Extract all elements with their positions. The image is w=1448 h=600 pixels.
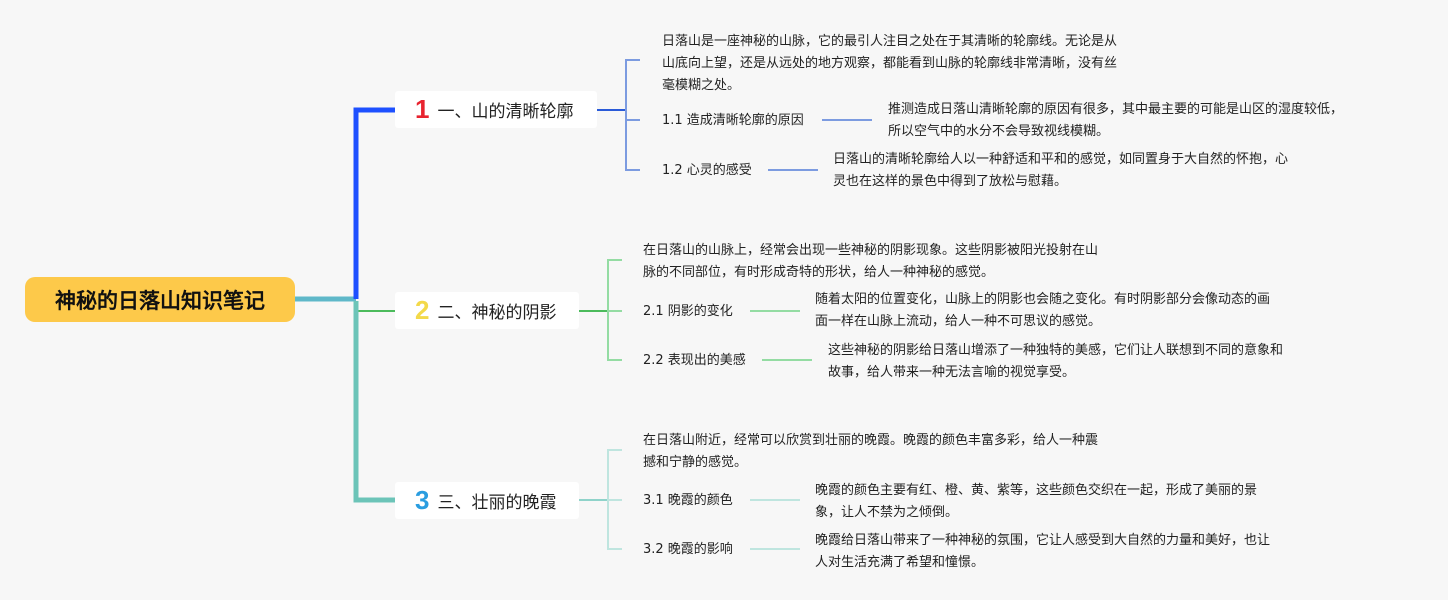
desc-line: 日落山是一座神秘的山脉，它的最引人注目之处在于其清晰的轮廓线。无论是从 xyxy=(662,34,1118,49)
detail-line: 人对生活充满了希望和憧憬。 xyxy=(815,555,985,570)
sub-3-2-detail[interactable]: 晚霞给日落山带来了一种神秘的氛围，它让人感受到大自然的力量和美好，也让 人对生活… xyxy=(815,530,1270,574)
branch-node-3[interactable]: 3 三、壮丽的晚霞 xyxy=(395,482,579,519)
number-3-icon: 3 xyxy=(415,485,430,515)
branch-title: 三、壮丽的晚霞 xyxy=(437,493,557,513)
desc-line: 撼和宁静的感觉。 xyxy=(643,455,748,470)
desc-line: 毫模糊之处。 xyxy=(662,78,741,93)
sub-node-3-2[interactable]: 3.2 晚霞的影响 xyxy=(643,542,733,557)
detail-line: 晚霞给日落山带来了一种神秘的氛围，它让人感受到大自然的力量和美好，也让 xyxy=(815,533,1271,548)
sub-node-1-2[interactable]: 1.2 心灵的感受 xyxy=(662,163,752,178)
sub-2-2-detail[interactable]: 这些神秘的阴影给日落山增添了一种独特的美感，它们让人联想到不同的意象和 故事，给… xyxy=(828,340,1283,384)
sub-node-3-1[interactable]: 3.1 晚霞的颜色 xyxy=(643,493,733,508)
sub-1-1-detail[interactable]: 推测造成日落山清晰轮廓的原因有很多，其中最主要的可能是山区的湿度较低， 所以空气… xyxy=(888,99,1343,143)
number-2-icon: 2 xyxy=(415,295,430,325)
detail-line: 日落山的清晰轮廓给人以一种舒适和平和的感觉，如同置身于大自然的怀抱，心 xyxy=(833,152,1289,167)
sub-node-1-1[interactable]: 1.1 造成清晰轮廓的原因 xyxy=(662,113,804,128)
detail-line: 象，让人不禁为之倾倒。 xyxy=(815,505,959,520)
number-1-icon: 1 xyxy=(415,94,430,124)
detail-line: 灵也在这样的景色中得到了放松与慰藉。 xyxy=(833,174,1068,189)
sub-1-2-detail[interactable]: 日落山的清晰轮廓给人以一种舒适和平和的感觉，如同置身于大自然的怀抱，心 灵也在这… xyxy=(833,149,1288,193)
sub-3-1-detail[interactable]: 晚霞的颜色主要有红、橙、黄、紫等，这些颜色交织在一起，形成了美丽的景 象，让人不… xyxy=(815,480,1257,524)
detail-line: 这些神秘的阴影给日落山增添了一种独特的美感，它们让人联想到不同的意象和 xyxy=(828,343,1284,358)
sub-2-1-detail[interactable]: 随着太阳的位置变化，山脉上的阴影也会随之变化。有时阴影部分会像动态的画 面一样在… xyxy=(815,289,1270,333)
detail-line: 晚霞的颜色主要有红、橙、黄、紫等，这些颜色交织在一起，形成了美丽的景 xyxy=(815,483,1258,498)
detail-line: 推测造成日落山清晰轮廓的原因有很多，其中最主要的可能是山区的湿度较低， xyxy=(888,102,1344,117)
root-node[interactable]: 神秘的日落山知识笔记 xyxy=(25,277,295,322)
branch3-connector xyxy=(353,301,395,503)
branch3-description[interactable]: 在日落山附近，经常可以欣赏到壮丽的晚霞。晚霞的颜色丰富多彩，给人一种震 撼和宁静… xyxy=(643,430,1098,474)
sub-node-2-2[interactable]: 2.2 表现出的美感 xyxy=(643,353,746,368)
branch-node-1[interactable]: 1 一、山的清晰轮廓 xyxy=(395,91,597,128)
desc-line: 在日落山的山脉上，经常会出现一些神秘的阴影现象。这些阴影被阳光投射在山 xyxy=(643,243,1099,258)
branch1-description[interactable]: 日落山是一座神秘的山脉，它的最引人注目之处在于其清晰的轮廓线。无论是从 山底向上… xyxy=(662,31,1117,97)
branch-node-2[interactable]: 2 二、神秘的阴影 xyxy=(395,292,579,329)
detail-line: 故事，给人带来一种无法言喻的视觉享受。 xyxy=(828,365,1076,380)
detail-line: 面一样在山脉上流动，给人一种不可思议的感觉。 xyxy=(815,314,1102,329)
branch1-bracket xyxy=(625,59,640,171)
desc-line: 山底向上望，还是从远处的地方观察，都能看到山脉的轮廓线非常清晰，没有丝 xyxy=(662,56,1118,71)
desc-line: 在日落山附近，经常可以欣赏到壮丽的晚霞。晚霞的颜色丰富多彩，给人一种震 xyxy=(643,433,1099,448)
branch-title: 二、神秘的阴影 xyxy=(437,303,557,323)
branch1-connector xyxy=(353,107,395,299)
desc-line: 脉的不同部位，有时形成奇特的形状，给人一种神秘的感觉。 xyxy=(643,265,995,280)
branch2-description[interactable]: 在日落山的山脉上，经常会出现一些神秘的阴影现象。这些阴影被阳光投射在山 脉的不同… xyxy=(643,240,1098,284)
branch-title: 一、山的清晰轮廓 xyxy=(437,102,574,122)
detail-line: 随着太阳的位置变化，山脉上的阴影也会随之变化。有时阴影部分会像动态的画 xyxy=(815,292,1271,307)
detail-line: 所以空气中的水分不会导致视线模糊。 xyxy=(888,124,1110,139)
sub-node-2-1[interactable]: 2.1 阴影的变化 xyxy=(643,304,733,319)
